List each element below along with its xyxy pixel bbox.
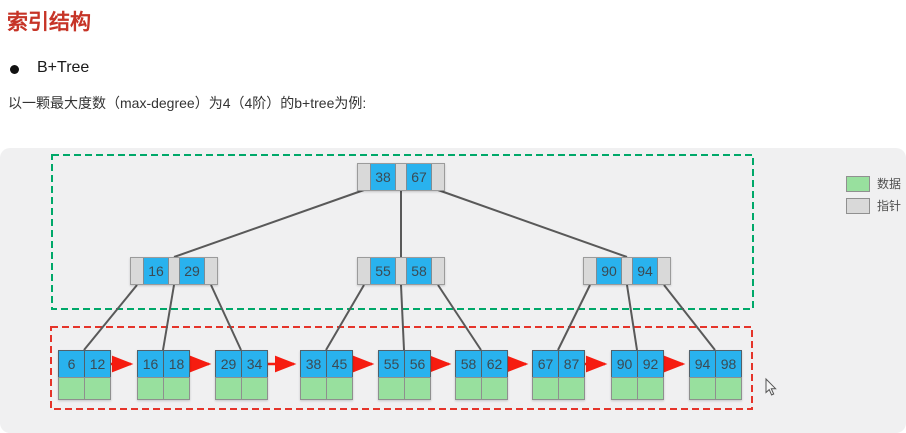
bullet-icon [10,65,19,74]
pointer-cell [131,258,143,284]
legend-pointer-swatch [846,198,870,214]
legend-data-label: 数据 [877,177,902,191]
key-cell: 87 [559,350,585,378]
key-cell: 18 [164,350,190,378]
key-cell: 58 [406,258,432,284]
key-cell: 92 [638,350,664,378]
data-cell [611,377,638,400]
pointer-cell [396,258,406,284]
data-cell [716,377,742,400]
pointer-cell [658,258,670,284]
key-cell: 98 [716,350,742,378]
data-cell [164,377,190,400]
pointer-cell [169,258,179,284]
pointer-cell [622,258,632,284]
data-cell [327,377,353,400]
data-cell [300,377,327,400]
key-cell: 62 [482,350,508,378]
key-cell: 67 [406,164,432,190]
key-cell: 67 [532,350,559,378]
data-cell [242,377,268,400]
page-title: 索引结构 [7,11,91,34]
key-cell: 55 [370,258,396,284]
data-cell [532,377,559,400]
legend-pointer-label: 指针 [877,199,902,213]
data-cell [689,377,716,400]
data-cell [378,377,405,400]
pointer-cell [432,164,444,190]
key-cell: 94 [689,350,716,378]
key-cell: 6 [58,350,85,378]
key-cell: 34 [242,350,268,378]
key-cell: 55 [378,350,405,378]
key-cell: 16 [137,350,164,378]
pointer-cell [205,258,217,284]
key-cell: 56 [405,350,431,378]
data-cell [482,377,508,400]
data-cell [638,377,664,400]
key-cell: 45 [327,350,353,378]
data-cell [137,377,164,400]
key-cell: 12 [85,350,111,378]
key-cell: 90 [596,258,622,284]
description-text: 以一颗最大度数（max-degree）为4（4阶）的b+tree为例: [8,95,367,111]
data-cell [405,377,431,400]
data-cell [455,377,482,400]
pointer-cell [432,258,444,284]
key-cell: 38 [300,350,327,378]
data-cell [58,377,85,400]
pointer-cell [396,164,406,190]
key-cell: 58 [455,350,482,378]
data-cell [85,377,111,400]
key-cell: 94 [632,258,658,284]
pointer-cell [358,258,370,284]
diagram-panel [0,148,906,433]
internal-node: 90 94 [583,257,671,285]
key-cell: 38 [370,164,396,190]
pointer-cell [584,258,596,284]
pointer-cell [358,164,370,190]
legend-data-swatch [846,176,870,192]
bullet-item-label: B+Tree [37,59,90,76]
tree-root-node: 38 67 [357,163,445,191]
data-cell [215,377,242,400]
internal-node: 16 29 [130,257,218,285]
internal-node: 55 58 [357,257,445,285]
key-cell: 16 [143,258,169,284]
key-cell: 90 [611,350,638,378]
data-cell [559,377,585,400]
key-cell: 29 [179,258,205,284]
key-cell: 29 [215,350,242,378]
